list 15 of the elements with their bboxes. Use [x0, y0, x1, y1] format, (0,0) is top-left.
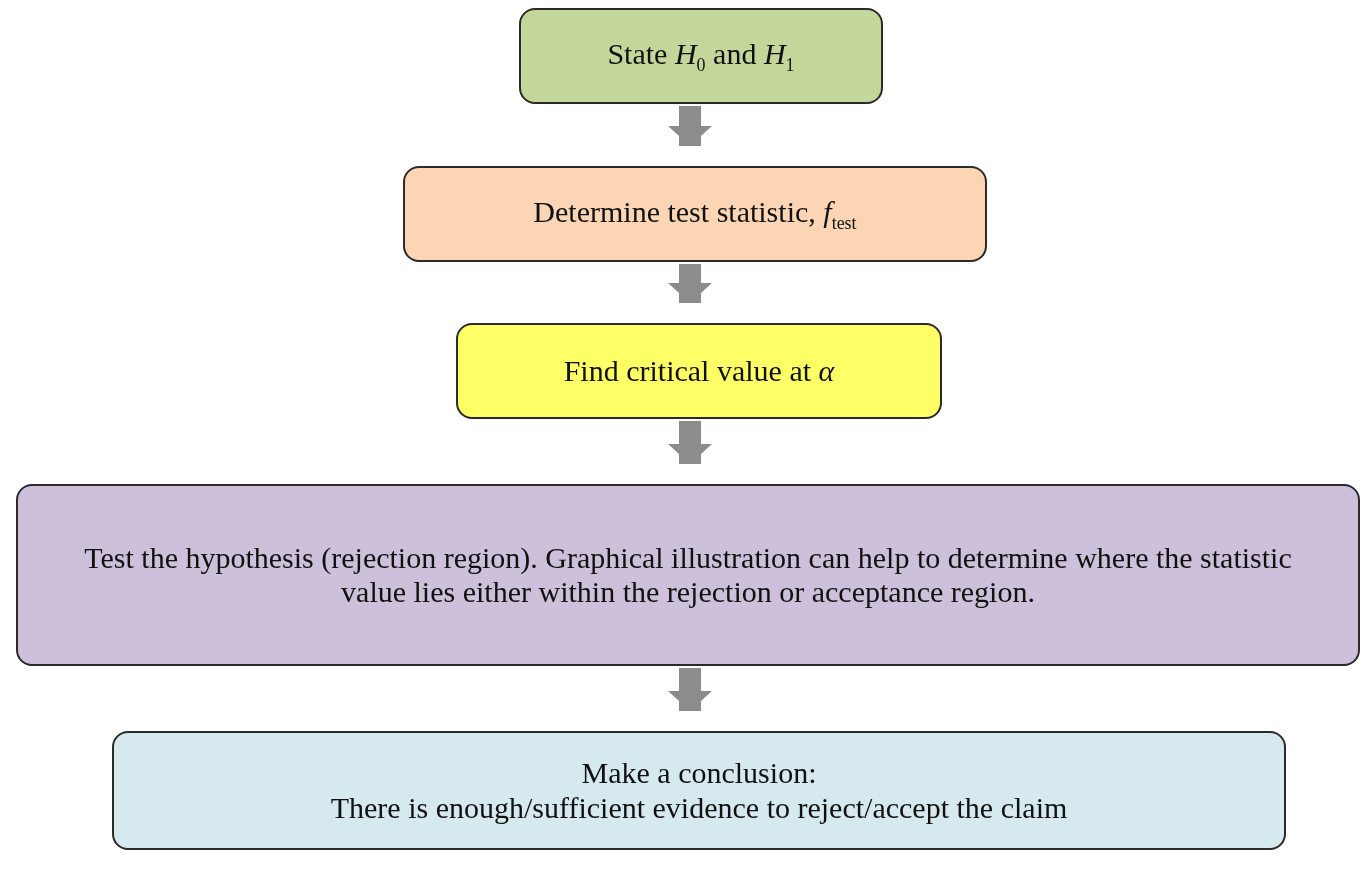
- box-text: Determine test statistic, f$_{test}$: [533, 194, 857, 234]
- process-box: [456, 323, 942, 419]
- box-text: Test the hypothesis (rejection region). Graphical illustration can help to determine where the statistic value lies either within the rejection or acceptance region.: [83, 540, 1293, 610]
- process-box: [16, 484, 1360, 666]
- arrow: [668, 668, 712, 711]
- process-box: [112, 731, 1286, 850]
- process-box: [519, 8, 883, 104]
- arrow: [668, 106, 712, 146]
- process-box: [403, 166, 987, 262]
- arrow: [668, 264, 712, 303]
- arrow: [668, 421, 712, 464]
- box-text: There is enough/sufficient evidence to reject/accept the claim: [330, 790, 1068, 825]
- box-text: Make a conclusion:: [581, 756, 817, 791]
- box-text: State H$_{0}$ and H$_{1}$: [607, 36, 795, 76]
- box-text: Find critical value at α: [563, 353, 835, 389]
